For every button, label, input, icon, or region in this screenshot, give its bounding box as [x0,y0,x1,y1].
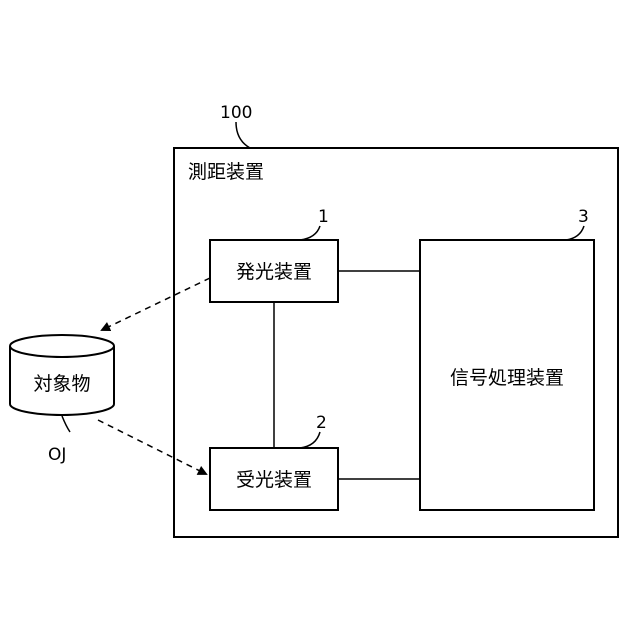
ref-2-label: 2 [316,413,327,433]
ref-100-label: 100 [220,103,252,123]
emitter-label: 発光装置 [236,261,312,283]
ref-100-leader [236,122,250,148]
ref-3-label: 3 [578,207,589,227]
receiver-label: 受光装置 [236,469,312,491]
target-label: 対象物 [33,373,90,395]
ref-oj-label: OJ [48,445,66,465]
ref-oj-leader [62,416,70,432]
ref-1-label: 1 [318,207,329,227]
ranging-device-title: 測距装置 [188,161,264,183]
signal-processor-label: 信号処理装置 [450,367,564,389]
target-cylinder-top [10,335,114,357]
